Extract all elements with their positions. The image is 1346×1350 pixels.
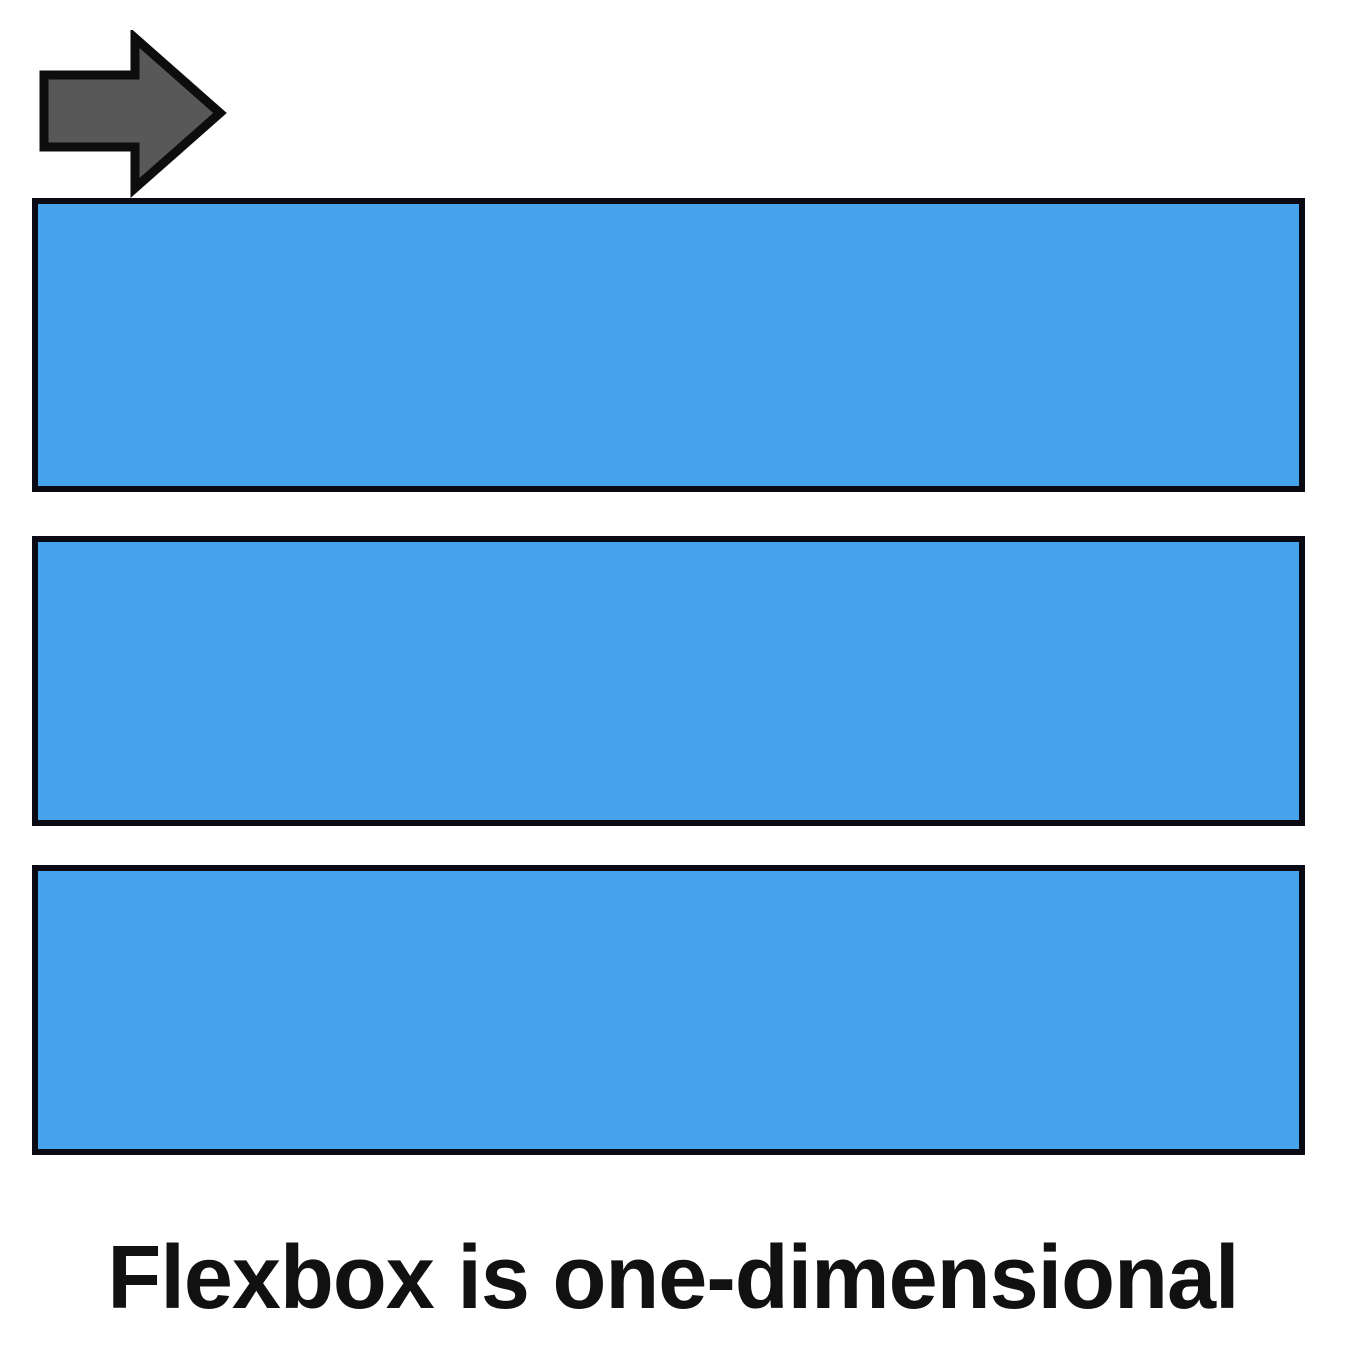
arrow-right-icon	[36, 30, 228, 198]
flex-item-1	[32, 198, 1305, 492]
caption-text: Flexbox is one-dimensional	[107, 1228, 1239, 1328]
flex-item-3	[32, 865, 1305, 1155]
flex-item-2	[32, 536, 1305, 826]
